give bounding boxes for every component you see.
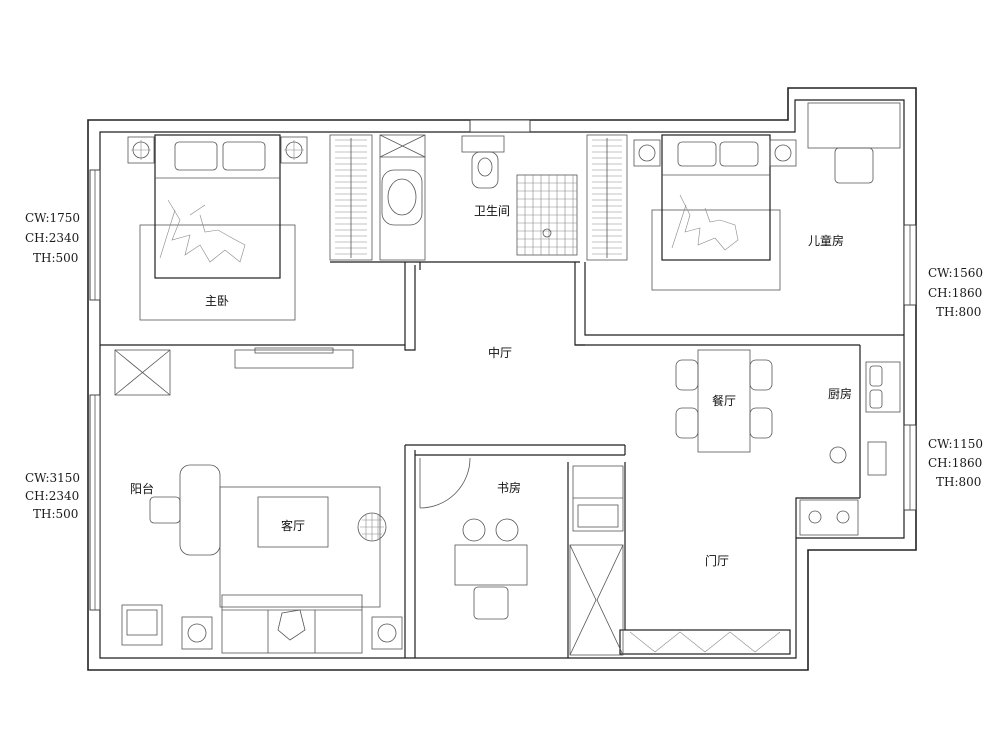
window-right-bottom: [903, 424, 917, 511]
window-spec-left-bottom: CW:3150 CH:2340 TH:500: [25, 471, 80, 521]
dining-table: [675, 349, 773, 453]
tv-console: [234, 347, 354, 369]
spec-ch: CH:2340: [25, 231, 79, 245]
spec-ch: CH:2340: [25, 489, 79, 503]
kids-bed: [651, 134, 781, 291]
window-top-bathroom: [469, 119, 531, 133]
spec-cw: CW:1750: [25, 211, 80, 225]
window-left-bottom: [89, 394, 101, 611]
kids-room-label: 儿童房: [808, 233, 844, 248]
kitchen-counter: [799, 361, 901, 536]
kitchen-label: 厨房: [828, 386, 852, 401]
window-spec-left-top: CW:1750 CH:2340 TH:500: [25, 211, 80, 265]
middle-hall-label: 中厅: [488, 345, 512, 360]
balcony-label: 阳台: [130, 481, 154, 496]
interior-walls: [100, 261, 904, 658]
kids-desk: [807, 102, 901, 184]
kids-wardrobe: [586, 134, 628, 261]
master-wardrobe: [329, 134, 373, 261]
living-room-label: 客厅: [281, 518, 305, 533]
dining-label: 餐厅: [712, 393, 736, 408]
room-labels: 主卧 卫生间 儿童房 中厅 餐厅 厨房 阳台 客厅 书房 门厅: [130, 204, 852, 568]
nightstand-right: [280, 136, 308, 164]
spec-th: TH:800: [936, 475, 981, 489]
balcony-cabinet: [114, 349, 171, 396]
spec-th: TH:500: [33, 251, 78, 265]
master-bedroom-label: 主卧: [205, 294, 229, 308]
study-door: [419, 457, 471, 509]
window-left-top: [89, 169, 101, 301]
window-right-top: [903, 224, 917, 306]
window-spec-right-bottom: CW:1150 CH:1860 TH:800: [928, 437, 983, 489]
spec-cw: CW:1150: [928, 437, 983, 451]
study-furniture: [454, 465, 624, 620]
kids-nightstand-right: [769, 139, 797, 167]
spec-cw: CW:3150: [25, 471, 80, 485]
kids-nightstand-left: [633, 139, 661, 167]
balcony-table-set: [121, 464, 221, 646]
bathroom-fixtures: [379, 134, 578, 261]
nightstand-left: [127, 136, 155, 164]
window-spec-right-top: CW:1560 CH:1860 TH:800: [928, 266, 983, 319]
outer-walls: [87, 87, 917, 671]
bathroom-label: 卫生间: [474, 204, 510, 218]
spec-ch: CH:1860: [928, 286, 982, 300]
master-bed: [139, 134, 296, 321]
spec-ch: CH:1860: [928, 456, 982, 470]
entrance-label: 门厅: [705, 553, 729, 568]
sofa: [221, 594, 363, 654]
study-label: 书房: [497, 480, 521, 495]
spec-th: TH:800: [936, 305, 981, 319]
sofa-side-tables: [181, 616, 403, 650]
living-rug: [219, 486, 387, 608]
spec-cw: CW:1560: [928, 266, 983, 280]
storage-cabinet: [569, 544, 624, 656]
spec-th: TH:500: [33, 507, 78, 521]
